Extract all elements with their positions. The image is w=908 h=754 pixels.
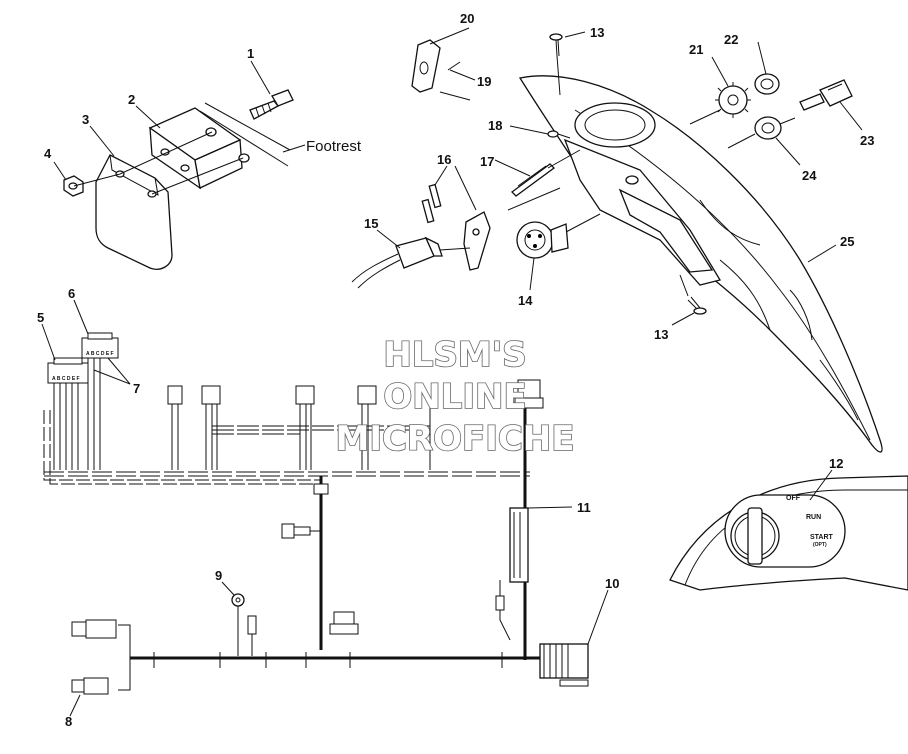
footrest-bracket-assembly — [53, 60, 306, 270]
screw-part — [549, 33, 563, 57]
console-cover-part — [351, 27, 883, 453]
harness-connector-part — [539, 643, 589, 687]
switch-position-inset: OFF RUN START (OPT) — [669, 469, 908, 591]
connector-pins-label: A B C D E F — [86, 351, 114, 357]
callout-numbers: 1 2 3 4 5 6 7 8 9 10 11 12 13 13 14 15 1… — [37, 11, 874, 729]
switch-run-label: RUN — [806, 514, 821, 521]
grommet-part — [754, 73, 780, 95]
decal-strip-part — [511, 163, 555, 197]
callout-3: 3 — [82, 112, 89, 127]
harness-connector-part — [329, 611, 359, 635]
roll-pins-part — [421, 183, 442, 224]
callout-16: 16 — [437, 152, 451, 167]
screw-part — [687, 296, 707, 315]
callout-7: 7 — [133, 381, 140, 396]
wiring-harness: A B C D E F A B C D E F — [41, 299, 609, 717]
switch-start-opt-label: (OPT) — [813, 542, 827, 548]
harness-connector-part — [295, 385, 315, 470]
ignition-key-part — [799, 79, 853, 111]
callout-2: 2 — [128, 92, 135, 107]
footrest-label: Footrest — [306, 138, 362, 155]
callout-5: 5 — [37, 310, 44, 325]
watermark-line-1: HLSM'S — [383, 335, 526, 375]
ignition-switch-part — [516, 221, 569, 259]
callout-21: 21 — [689, 42, 703, 57]
callout-8: 8 — [65, 714, 72, 729]
watermark-line-2: ONLINE — [383, 377, 526, 417]
ring-terminal-part — [231, 593, 257, 656]
mud-flap-part — [95, 154, 173, 270]
washer-part — [238, 153, 250, 163]
harness-connector-part — [281, 523, 321, 539]
callout-24: 24 — [802, 168, 817, 183]
harness-connector-part — [71, 619, 117, 695]
connector-pins-label: A B C D E F — [52, 376, 80, 382]
callout-22: 22 — [724, 32, 738, 47]
callout-9: 9 — [215, 568, 222, 583]
callout-11: 11 — [577, 500, 591, 515]
callout-14: 14 — [518, 293, 533, 308]
spacer-block-part — [148, 107, 243, 190]
watermark-line-3: MICROFICHE — [335, 419, 574, 459]
callout-12: 12 — [829, 456, 843, 471]
callout-20: 20 — [460, 11, 474, 26]
callout-17: 17 — [480, 154, 494, 169]
callout-23: 23 — [860, 133, 874, 148]
watermark: HLSM'S ONLINE MICROFICHE — [335, 334, 576, 460]
gear-part — [715, 82, 751, 118]
harness-connector-part — [514, 379, 544, 409]
bolt-part — [249, 89, 294, 120]
callout-19: 19 — [477, 74, 491, 89]
callout-13-bottom: 13 — [654, 327, 668, 342]
clip-bracket-part — [411, 39, 461, 93]
switch-start-label: START — [810, 534, 834, 541]
callout-18: 18 — [488, 118, 502, 133]
harness-connector-part — [357, 385, 377, 470]
stop-switch-part — [351, 236, 443, 289]
callout-1: 1 — [247, 46, 254, 61]
callout-13-top: 13 — [590, 25, 604, 40]
callout-25: 25 — [840, 234, 854, 249]
callout-15: 15 — [364, 216, 378, 231]
switch-off-label: OFF — [786, 495, 801, 502]
harness-connector-part — [167, 385, 183, 470]
callout-4: 4 — [44, 146, 52, 161]
harness-connector-part — [201, 385, 221, 470]
callout-6: 6 — [68, 286, 75, 301]
washer-part — [547, 130, 559, 138]
tether-key-part — [463, 211, 491, 271]
callout-10: 10 — [605, 576, 619, 591]
grommet-part — [754, 116, 782, 140]
